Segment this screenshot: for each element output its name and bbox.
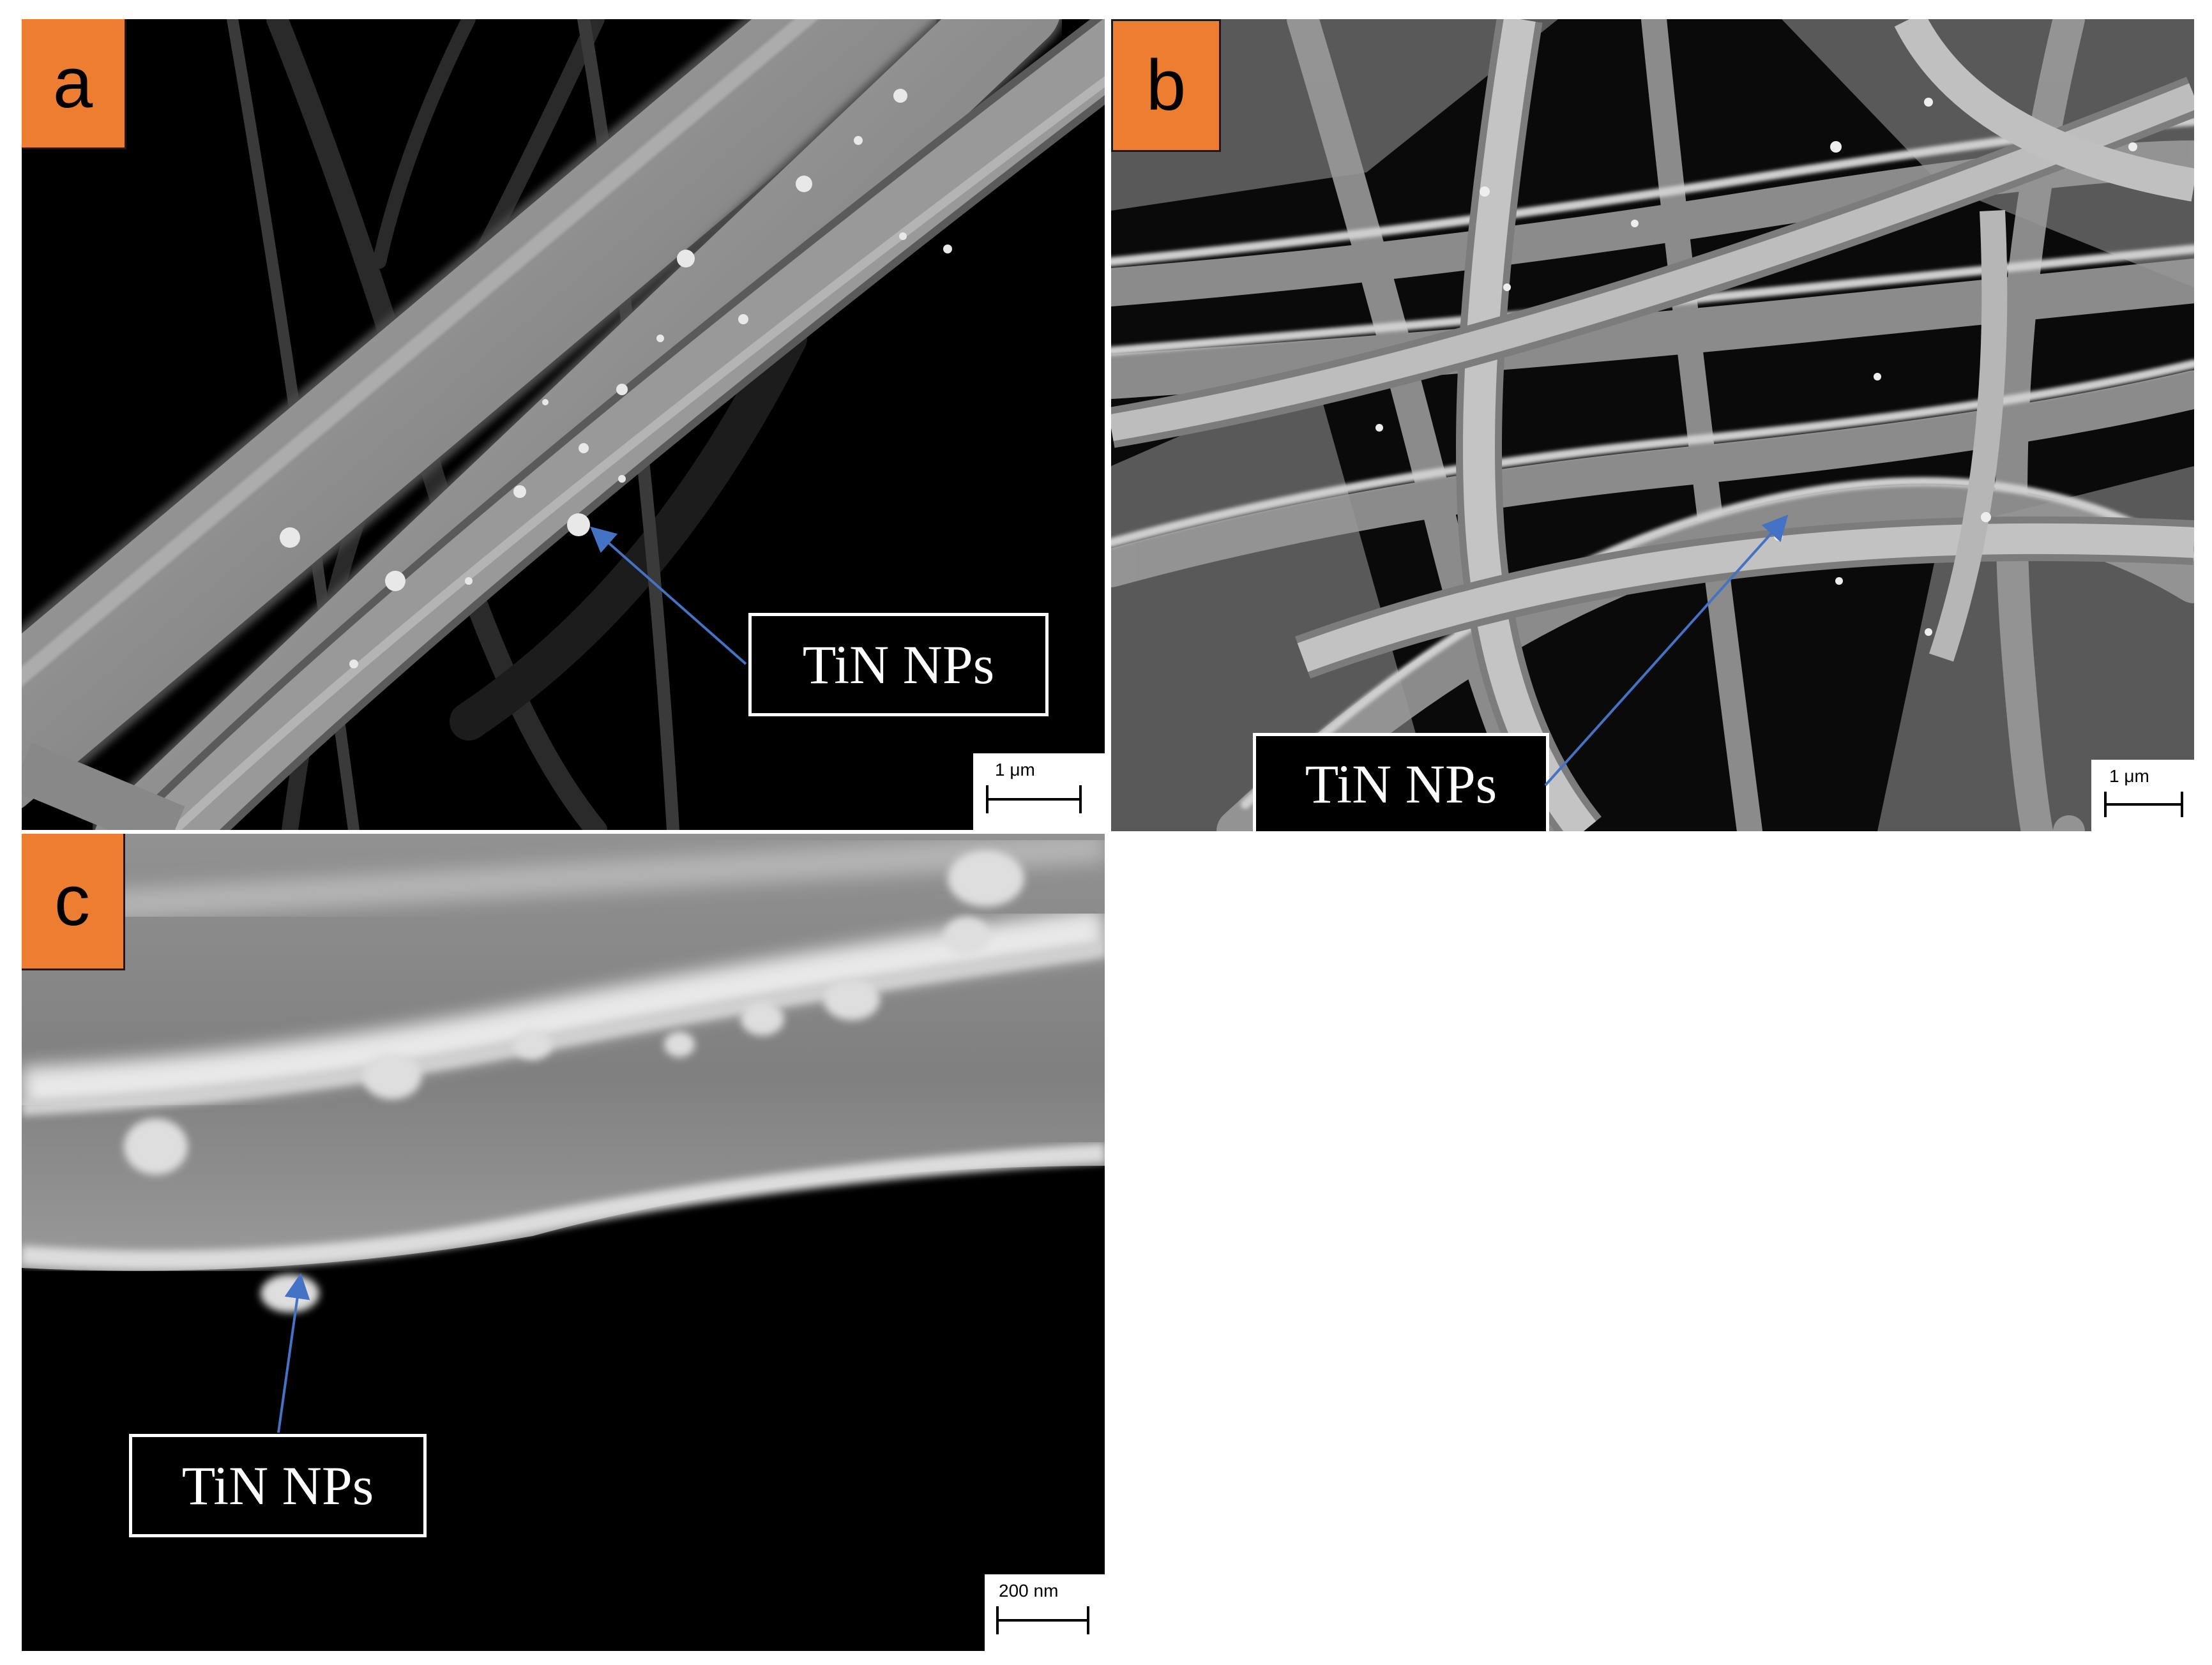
panel-label-b: b — [1111, 19, 1221, 152]
scale-bar-c: 200 nm — [985, 1574, 1105, 1651]
scale-bar-b: 1 μm — [2091, 760, 2194, 831]
panel-label-a: a — [22, 19, 126, 149]
tin-nps-callout-c: TiN NPs — [129, 1434, 427, 1537]
tin-nps-callout-b: TiN NPs — [1253, 733, 1549, 831]
sem-image-b — [1111, 19, 2194, 831]
sem-image-c — [22, 834, 1105, 1651]
scale-bar-label-a: 1 μm — [995, 760, 1035, 780]
sem-panel-c: c TiN NPs 200 nm — [22, 834, 1105, 1651]
sem-image-a — [22, 19, 1105, 830]
scale-bar-line-b — [2104, 792, 2183, 817]
sem-panel-b: b TiN NPs 1 μm — [1111, 19, 2194, 831]
scale-bar-label-c: 200 nm — [999, 1581, 1059, 1601]
panel-label-c: c — [22, 834, 125, 970]
scale-bar-line-c — [996, 1606, 1089, 1634]
tin-nps-callout-a: TiN NPs — [748, 613, 1049, 716]
sem-panel-a: a TiN NPs 1 μm — [22, 19, 1105, 830]
scale-bar-a: 1 μm — [973, 753, 1105, 830]
scale-bar-line-a — [986, 785, 1082, 813]
scale-bar-label-b: 1 μm — [2109, 766, 2149, 786]
